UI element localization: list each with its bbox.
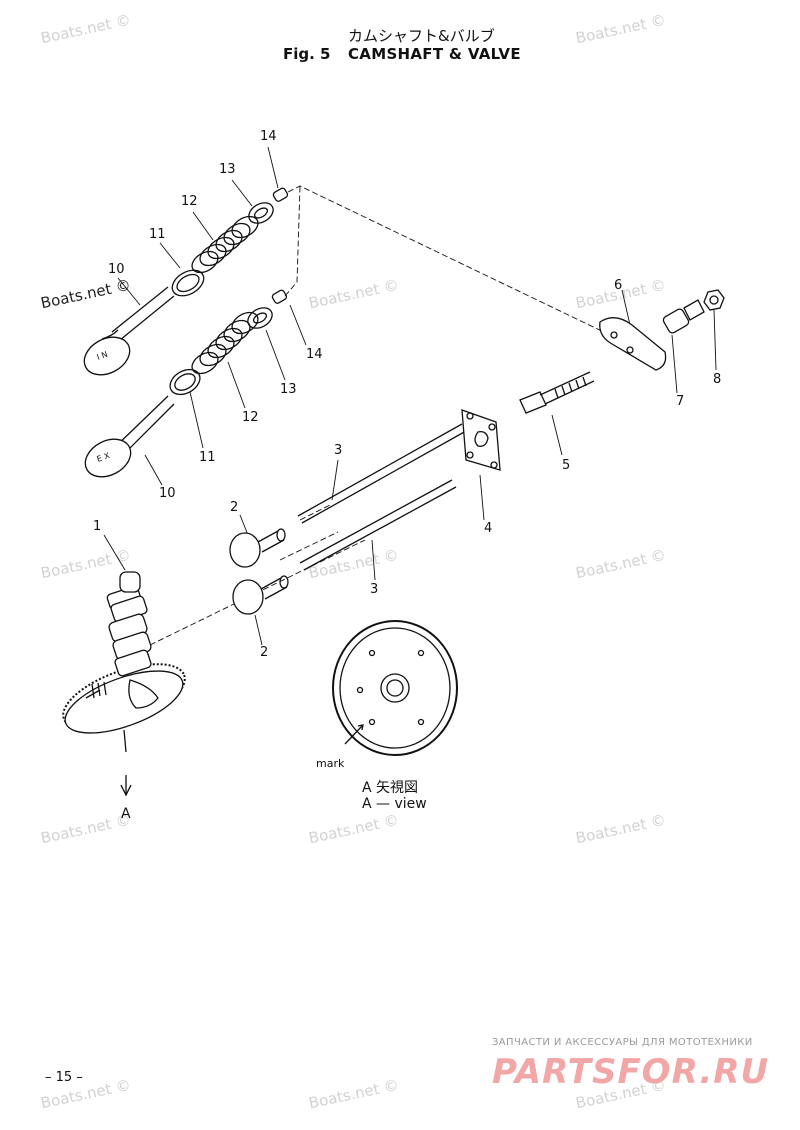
part-number: 4 (484, 521, 493, 536)
view-arrow-label: A (121, 806, 131, 822)
page-number: – 15 – (45, 1070, 83, 1085)
camshaft-gear-assembly (62, 571, 186, 753)
guide-bolt (519, 371, 595, 414)
part-number: 14 (306, 347, 323, 362)
view-arrow (120, 775, 132, 797)
part-number: 2 (260, 645, 269, 660)
figure-number: Fig. 5 (283, 45, 331, 63)
valve-in-marking: I N (96, 350, 109, 362)
valve-spring-lower (191, 311, 259, 375)
valve-cap-upper (272, 187, 289, 202)
valve-ex-marking: E X (96, 451, 112, 464)
figure-title: CAMSHAFT & VALVE (348, 45, 521, 63)
a-view-label-en: A — view (362, 796, 427, 812)
intake-valve (83, 286, 175, 376)
tappet-guide-plate (461, 409, 501, 471)
a-view-gear-diagram (332, 620, 458, 756)
lock-nut (703, 289, 725, 311)
part-number: 8 (713, 372, 722, 387)
part-number: 13 (280, 382, 297, 397)
valve-spring-upper (191, 215, 259, 274)
part-number: 3 (334, 443, 343, 458)
valve-washer-lower (169, 368, 201, 396)
part-number: 10 (108, 262, 125, 277)
valve-cap-lower (271, 289, 288, 304)
part-number: 12 (242, 410, 259, 425)
part-number: 2 (230, 500, 239, 515)
adjust-sleeve (662, 299, 705, 334)
part-number: 13 (219, 162, 236, 177)
part-number: 11 (149, 227, 166, 242)
leader-lines (103, 146, 717, 646)
part-number: 1 (93, 519, 102, 534)
part-number: 6 (614, 278, 623, 293)
spring-retainer-upper (248, 202, 274, 224)
exhaust-valve (84, 395, 175, 478)
spring-retainer-lower (247, 307, 273, 329)
a-view-label-jp: A 矢視図 (362, 780, 419, 796)
part-number: 3 (370, 582, 379, 597)
push-rod-upper (297, 423, 467, 524)
ad-logo: PARTSFOR.RU (492, 1052, 770, 1092)
part-number: 7 (676, 394, 685, 409)
part-number: 5 (562, 458, 571, 473)
valve-washer-upper (171, 269, 205, 297)
tappet-upper (229, 528, 286, 568)
rocker-plate (599, 317, 667, 371)
tappet-lower (232, 575, 289, 615)
part-number: 12 (181, 194, 198, 209)
title-japanese: カムシャフト&バルブ (348, 27, 495, 45)
part-number: 11 (199, 450, 216, 465)
part-number: 14 (260, 129, 277, 144)
ad-tagline: ЗАПЧАСТИ И АКСЕССУАРЫ ДЛЯ МОТОТЕХНИКИ (492, 1037, 753, 1048)
push-rod-lower (299, 479, 457, 571)
mark-label: mark (316, 757, 345, 770)
part-number: 10 (159, 486, 176, 501)
